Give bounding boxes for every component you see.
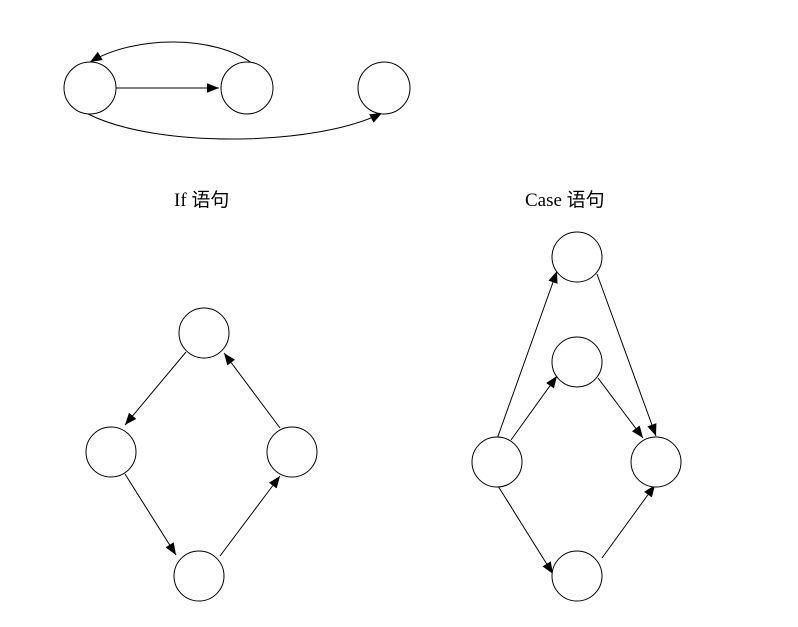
edge-case-bottom-to-right	[601, 484, 656, 559]
case-node-right	[630, 436, 682, 488]
if-node-bottom	[173, 550, 225, 602]
if-node-left	[85, 426, 137, 478]
case-node-mid	[551, 336, 603, 388]
edge-case-top-to-right	[596, 273, 657, 437]
if-node-top	[178, 307, 230, 359]
case-diagram	[471, 231, 682, 602]
edge-if-left-to-bottom	[124, 473, 177, 556]
edge-if-top-to-left	[124, 351, 187, 426]
if-node-right	[266, 426, 318, 478]
edge-top-2-to-1	[89, 41, 254, 65]
edge-case-left-to-top	[496, 270, 558, 440]
top-node-2	[220, 61, 274, 115]
top-node-1	[63, 61, 117, 115]
if-diagram	[85, 307, 318, 602]
case-node-left	[471, 436, 523, 488]
case-caption: Case 语句	[525, 189, 605, 211]
top-node-3	[357, 61, 411, 115]
edge-top-1-to-3	[87, 112, 383, 140]
edge-case-mid-to-right	[597, 377, 644, 439]
edge-case-left-to-mid	[510, 375, 558, 441]
top-diagram	[63, 41, 411, 140]
edge-if-right-to-top	[223, 352, 281, 429]
case-node-bottom	[551, 550, 603, 602]
if-caption: If 语句	[174, 189, 229, 211]
edge-if-bottom-to-right	[219, 475, 281, 557]
case-node-top	[551, 231, 603, 283]
edge-case-left-to-bottom	[497, 485, 554, 575]
